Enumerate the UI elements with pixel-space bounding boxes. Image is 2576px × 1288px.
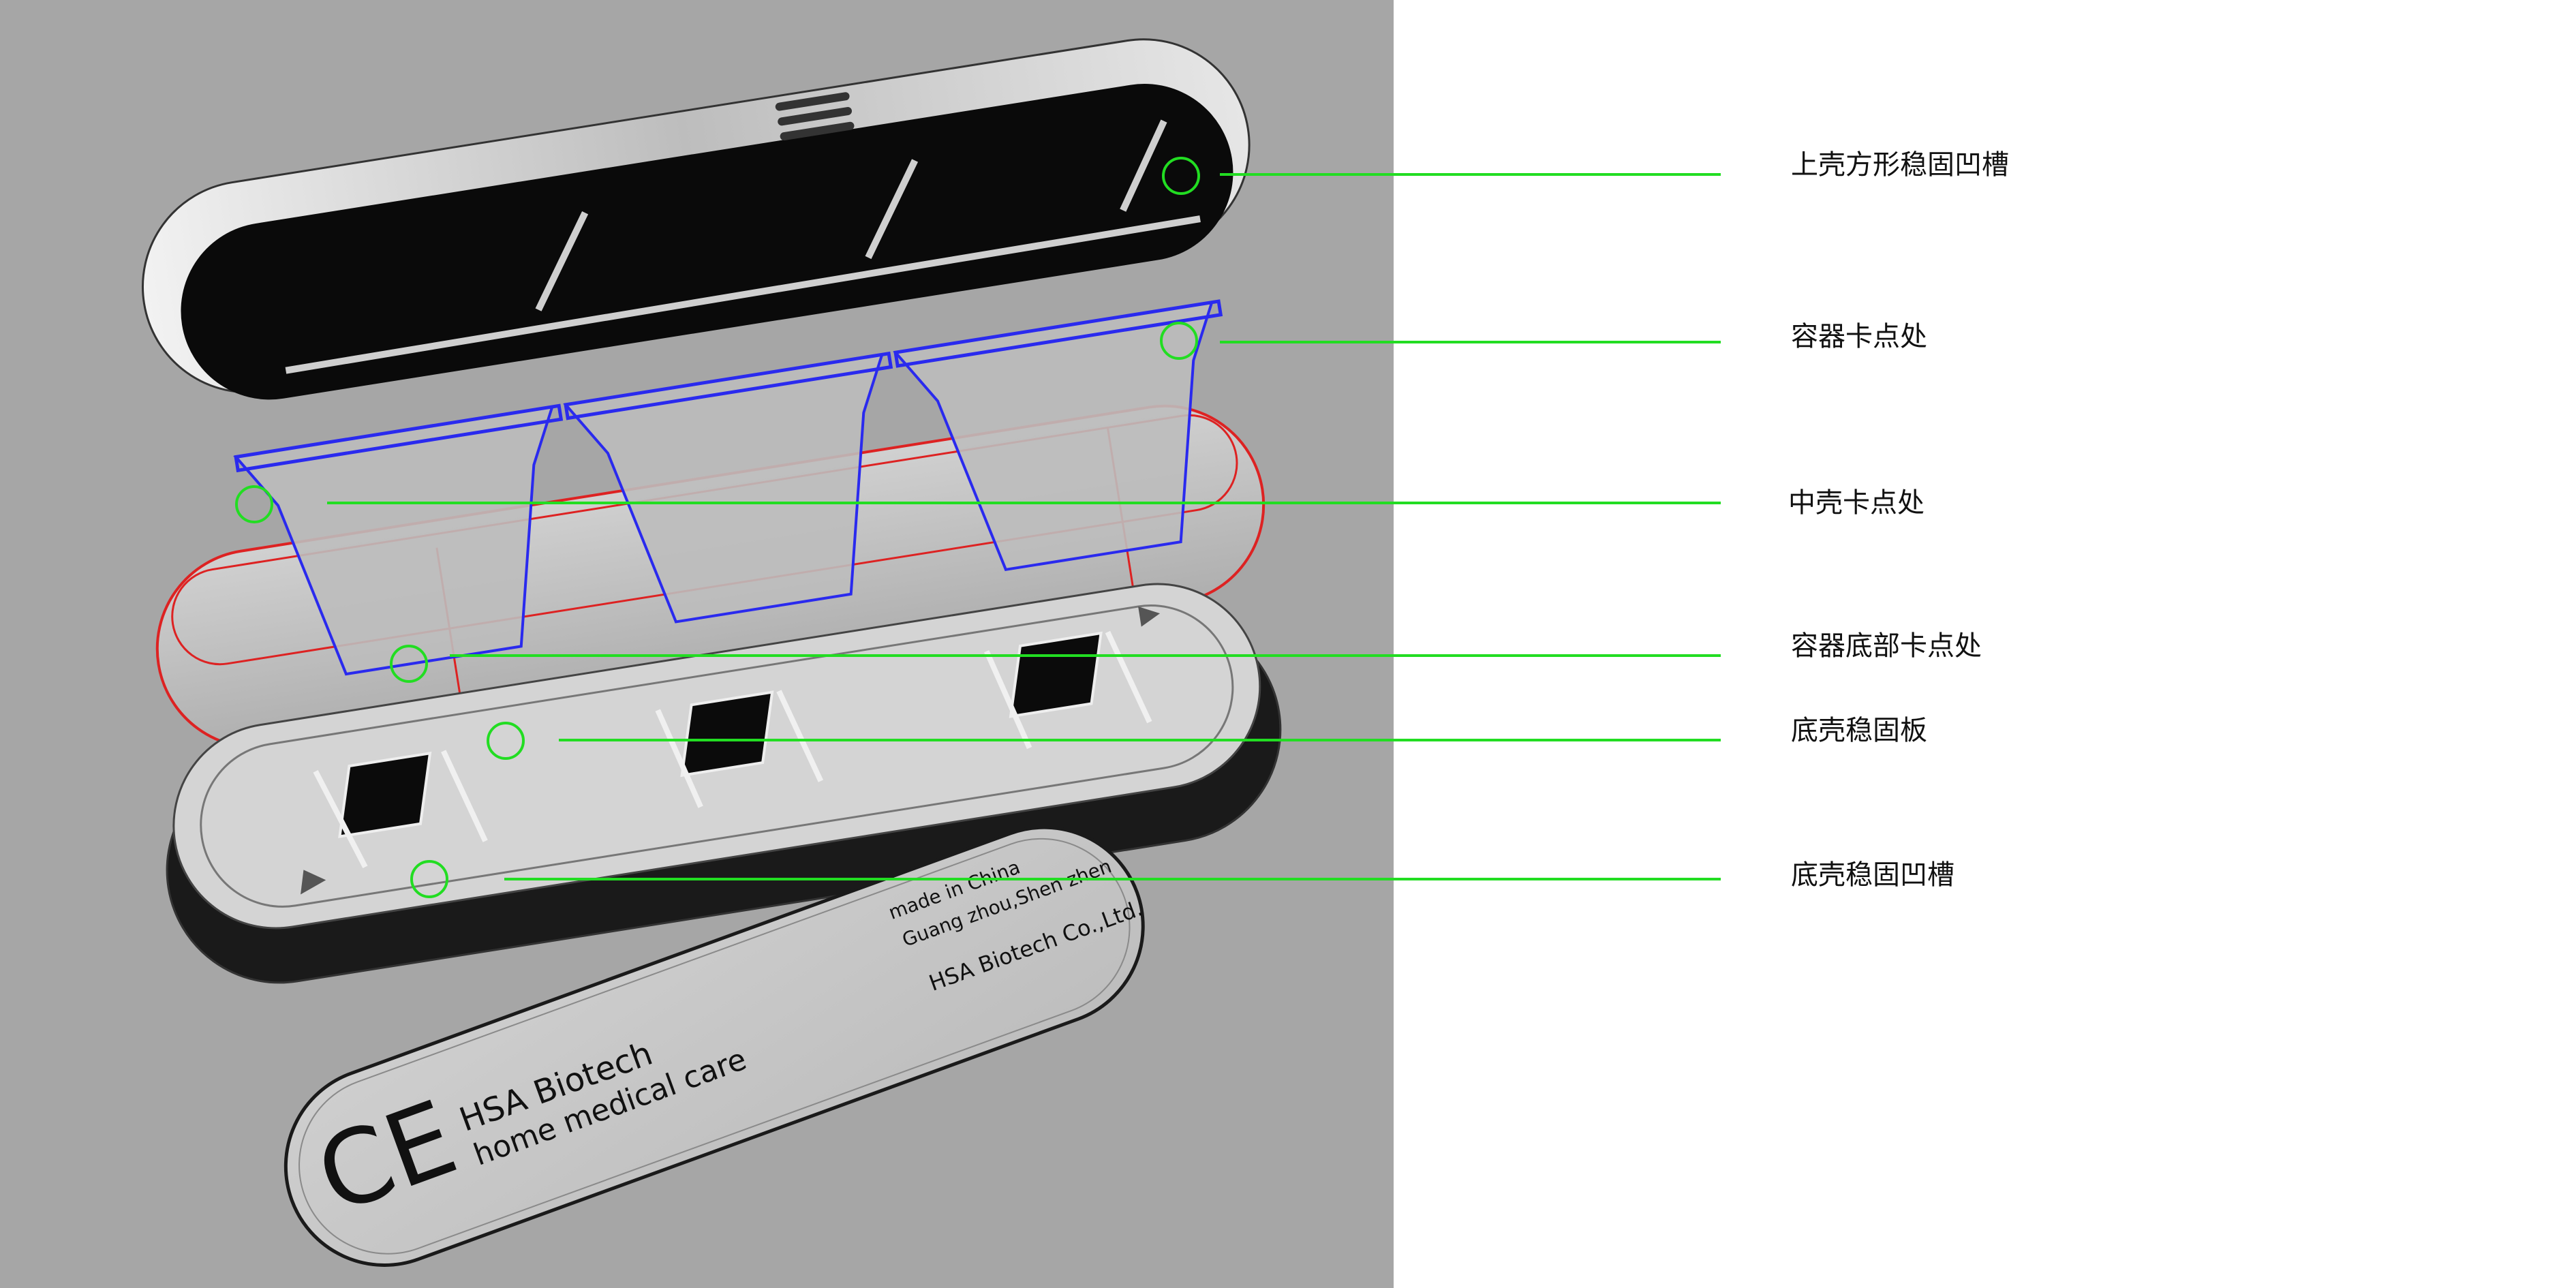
label-middle-shell-snap-point: 中壳卡点处	[1788, 487, 1925, 519]
label-container-bottom-snap-point: 容器底部卡点处	[1791, 630, 1982, 662]
base-label-plate	[283, 825, 1145, 1267]
label-bottom-shell-stabilizer-plate: 底壳稳固板	[1791, 715, 1927, 746]
marker-container-bottom-snap-point	[390, 645, 428, 683]
top-shell	[142, 38, 1251, 400]
label-upper-shell-square-groove: 上壳方形稳固凹槽	[1791, 149, 2009, 181]
label-bottom-shell-stabilizer-groove: 底壳稳固凹槽	[1791, 859, 1954, 891]
marker-middle-shell-snap-point	[235, 485, 273, 523]
bottom-shell	[166, 583, 1282, 984]
marker-upper-shell-square-groove	[1162, 157, 1200, 195]
label-container-snap-point: 容器卡点处	[1791, 321, 1927, 352]
marker-bottom-shell-stabilizer-plate	[487, 722, 525, 760]
callout-markers	[235, 157, 1721, 898]
marker-bottom-shell-stabilizer-groove	[410, 860, 448, 898]
marker-container-snap-point	[1160, 322, 1198, 360]
